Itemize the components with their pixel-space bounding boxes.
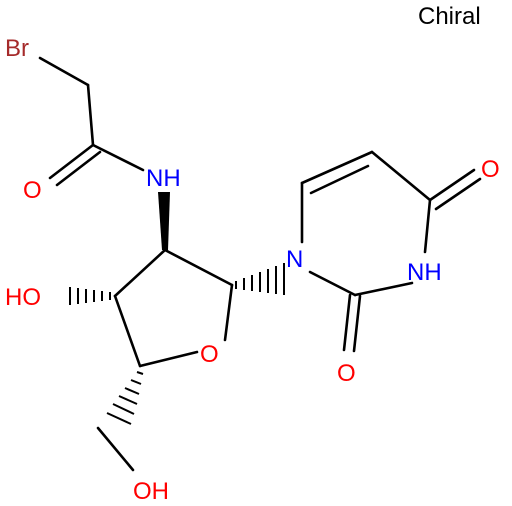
bond-c6-c5-inner (309, 164, 370, 195)
hash-c4-ch2 (106, 371, 144, 425)
atom-label-nh-ring: NH (407, 259, 442, 286)
hash-c3-ho (69, 287, 111, 305)
wedge-c2-nh (158, 192, 170, 250)
bond-carbonyl-nh (91, 143, 145, 172)
atom-label-o-c2: O (337, 360, 356, 387)
bond-c4-n3 (423, 198, 432, 254)
bond-c2-o-a (342, 293, 352, 352)
bond-c6-c5 (300, 150, 374, 185)
bond-n3-c2 (353, 281, 414, 297)
atom-label-o-c4: O (481, 156, 500, 183)
bond-c4-o-b (434, 177, 482, 211)
atom-label-oh-primary: OH (133, 478, 169, 505)
bond-c2-c1 (163, 248, 234, 287)
atom-label-ho-ring: HO (5, 284, 41, 311)
atom-label-nh-amide: NH (146, 165, 181, 192)
bond-c4-oring (138, 350, 199, 368)
bond-oring-c1 (223, 283, 234, 342)
bond-c2-n1 (308, 270, 357, 297)
bond-carbonyl-double-a (48, 143, 95, 180)
atom-label-n1: N (286, 246, 303, 273)
stereo-layer (69, 192, 285, 425)
bond-c5-oh (96, 426, 135, 472)
atom-label-br: Br (5, 35, 29, 62)
bond-c5-c4 (370, 150, 432, 202)
bond-br-ch2 (38, 56, 90, 87)
chirality-note: Chiral (418, 3, 481, 30)
bond-c2-c3 (113, 248, 167, 298)
hash-c1-n1 (235, 263, 285, 295)
bond-c3-c4 (113, 294, 142, 368)
atom-label-o-ring: O (200, 341, 219, 368)
bond-ch2-carbonyl (86, 83, 95, 147)
bond-carbonyl-double-b (55, 150, 102, 187)
atom-label-o-carbonyl: O (23, 177, 42, 204)
bond-c4-o-a (428, 168, 476, 202)
bond-layer (38, 56, 482, 472)
bond-c2-o-b (352, 294, 362, 353)
